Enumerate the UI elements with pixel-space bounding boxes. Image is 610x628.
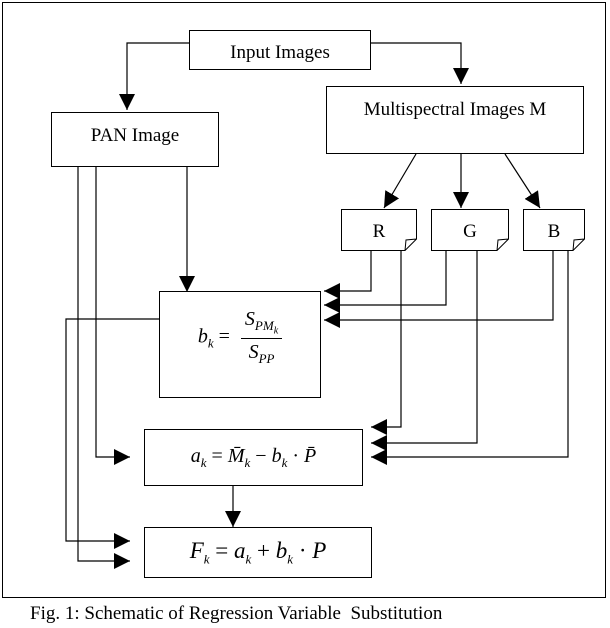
arrow-g-to-ak [371, 250, 478, 451]
fk-formula-box: Fk = ak + bk · P [144, 527, 372, 578]
band-g-box: G [431, 209, 509, 251]
arrow-b-to-ak [371, 250, 569, 465]
diagram-frame [2, 2, 606, 598]
arrow-ms-to-b [504, 153, 541, 209]
arrow-r-to-bk [324, 250, 372, 299]
band-b-label: B [547, 221, 561, 242]
arrow-pan-to-ak [95, 167, 130, 465]
pan-image-label: PAN Image [90, 124, 180, 146]
arrow-bk-to-fk [65, 318, 159, 549]
bk-fraction: SPMk SPP [240, 308, 283, 368]
fk-formula: Fk = ak + bk · P [189, 537, 327, 567]
band-g-label: G [463, 221, 477, 242]
pan-image-box: PAN Image [51, 112, 219, 167]
multispectral-images-box: Multispectral Images M [326, 86, 584, 154]
multispectral-images-label: Multispectral Images M [363, 99, 547, 120]
bk-formula-box: bk = SPMk SPP [159, 291, 321, 398]
arrow-input-to-ms [371, 42, 469, 84]
arrow-ms-to-r [383, 153, 417, 209]
arrow-r-to-ak [371, 250, 402, 435]
ak-formula: ak = M̄k − bk · P̄ [190, 444, 317, 470]
input-images-label: Input Images [230, 42, 330, 63]
band-b-box: B [523, 209, 585, 251]
band-r-box: R [341, 209, 417, 251]
band-r-label: R [372, 221, 386, 242]
input-images-box: Input Images [189, 30, 371, 70]
bk-formula: bk = SPMk SPP [198, 308, 283, 368]
figure-caption: Fig. 1: Schematic of Regression Variable… [30, 603, 443, 624]
ak-formula-box: ak = M̄k − bk · P̄ [144, 429, 363, 486]
arrow-pan-to-fk [77, 167, 130, 569]
arrow-input-to-pan [119, 42, 189, 110]
arrow-b-to-bk [324, 250, 554, 328]
arrow-g-to-bk [324, 250, 447, 313]
